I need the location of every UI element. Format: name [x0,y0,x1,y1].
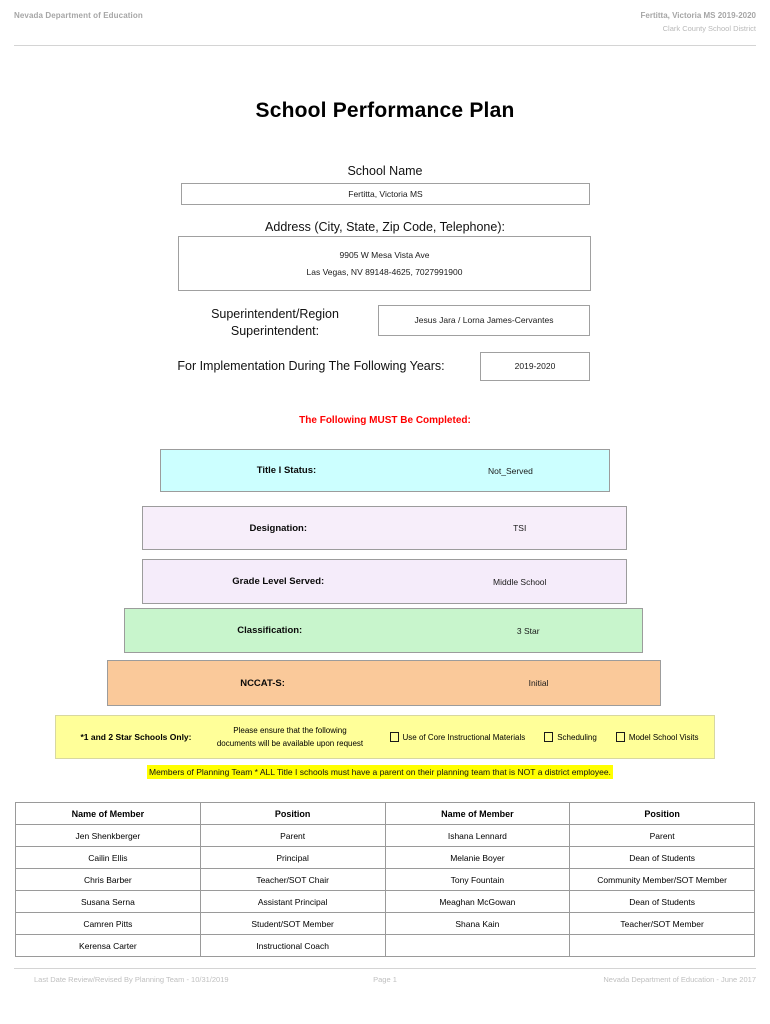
checkbox-icon[interactable] [544,732,554,742]
table-row[interactable]: Chris Barber Teacher/SOT Chair Tony Foun… [15,868,755,891]
table-row[interactable]: Camren Pitts Student/SOT Member Shana Ka… [15,912,755,935]
implementation-years-value: 2019-2020 [514,361,556,372]
header-school-year: Fertitta, Victoria MS 2019-2020 [640,11,756,20]
member-name[interactable]: Cailin Ellis [15,846,201,869]
address-line-1: 9905 W Mesa Vista Ave [339,250,430,261]
star-schools-checkbox-group: Use of Core Instructional Materials Sche… [370,732,708,742]
member-name[interactable]: Tony Fountain [384,868,571,891]
member-position[interactable]: Principal [199,846,386,869]
status-label-classification: Classification: [237,625,303,636]
member-position[interactable] [569,934,755,957]
status-label-grade-level: Grade Level Served: [232,576,325,587]
checkbox-icon[interactable] [389,732,399,742]
member-position[interactable]: Assistant Principal [199,890,386,913]
member-name[interactable]: Melanie Boyer [384,846,571,869]
status-value-title-i: Not_Served [487,465,533,476]
checkbox-scheduling[interactable]: Scheduling [544,732,597,742]
status-label-nccat-s: NCCAT-S: [240,677,285,689]
address-field[interactable]: 9905 W Mesa Vista Ave Las Vegas, NV 8914… [178,236,591,291]
planning-team-members-table: Name of Member Position Name of Member P… [15,802,755,957]
table-row[interactable]: Cailin Ellis Principal Melanie Boyer Dea… [15,846,755,869]
superintendent-field[interactable]: Jesus Jara / Lorna James-Cervantes [378,305,590,336]
column-header-position-1: Position [199,802,386,825]
page-header: Nevada Department of Education Fertitta,… [0,0,770,48]
member-position[interactable]: Teacher/SOT Member [569,912,755,935]
checkbox-label-model-school-visits: Model School Visits [628,732,699,742]
table-row[interactable]: Susana Serna Assistant Principal Meaghan… [15,890,755,913]
address-line-2: Las Vegas, NV 89148-4625, 7027991900 [306,266,463,277]
status-value-nccat-s: Initial [528,678,549,688]
implementation-years-label: For Implementation During The Following … [177,359,445,373]
member-name[interactable]: Kerensa Carter [15,934,201,957]
member-name[interactable]: Chris Barber [15,868,201,891]
checkbox-icon[interactable] [615,732,625,742]
star-schools-note: Please ensure that the following documen… [210,724,370,750]
checkbox-model-school-visits[interactable]: Model School Visits [615,732,699,742]
star-schools-note-line-1: Please ensure that the following [233,725,347,735]
superintendent-value: Jesus Jara / Lorna James-Cervantes [414,315,554,326]
status-value-grade-level: Middle School [493,576,547,587]
member-name[interactable]: Meaghan McGowan [384,890,571,913]
header-district-name: Clark County School District [662,24,756,33]
header-divider [14,45,756,46]
checkbox-label-core-instructional-materials: Use of Core Instructional Materials [402,732,526,742]
member-name[interactable]: Susana Serna [15,890,201,913]
star-schools-note-line-2: documents will be available upon request [216,739,364,748]
member-name[interactable]: Jen Shenkberger [15,824,201,847]
member-position[interactable]: Community Member/SOT Member [569,868,755,891]
member-name[interactable]: Shana Kain [384,912,571,935]
member-name[interactable]: Ishana Lennard [384,824,571,847]
school-name-label: School Name [347,164,423,178]
footer-revision-date: Last Date Review/Revised By Planning Tea… [34,975,229,984]
school-name-value: Fertitta, Victoria MS [348,188,423,199]
member-name[interactable]: Camren Pitts [15,912,201,935]
header-agency-name: Nevada Department of Education [14,11,143,20]
status-value-classification: 3 Star [516,625,540,636]
required-fields-notice: The Following MUST Be Completed: [299,415,471,426]
footer-page-number: Page 1 [373,975,397,984]
footer-source: Nevada Department of Education - June 20… [603,975,756,984]
column-header-name-1: Name of Member [15,802,201,825]
school-name-field[interactable]: Fertitta, Victoria MS [181,183,590,205]
status-row-nccat-s[interactable]: NCCAT-S: Initial [107,660,661,706]
status-row-classification[interactable]: Classification: 3 Star [124,608,643,653]
member-position[interactable]: Parent [199,824,386,847]
implementation-years-field[interactable]: 2019-2020 [480,352,590,381]
superintendent-label: Superintendent/Region Superintendent: [211,307,339,338]
address-label: Address (City, State, Zip Code, Telephon… [265,220,505,234]
status-row-title-i[interactable]: Title I Status: Not_Served [160,449,610,492]
star-schools-strip: *1 and 2 Star Schools Only: Please ensur… [55,715,715,759]
status-row-grade-level[interactable]: Grade Level Served: Middle School [142,559,627,604]
member-position[interactable]: Student/SOT Member [199,912,386,935]
member-position[interactable]: Parent [569,824,755,847]
member-position[interactable]: Dean of Students [569,890,755,913]
member-position[interactable]: Instructional Coach [199,934,386,957]
page-title: School Performance Plan [255,99,515,122]
column-header-name-2: Name of Member [384,802,571,825]
table-row[interactable]: Kerensa Carter Instructional Coach [15,934,755,957]
star-schools-title: *1 and 2 Star Schools Only: [80,732,192,742]
status-value-designation: TSI [513,523,527,533]
member-position[interactable]: Dean of Students [569,846,755,869]
status-row-designation[interactable]: Designation: TSI [142,506,627,550]
status-label-title-i: Title I Status: [256,465,317,476]
checkbox-label-scheduling: Scheduling [557,732,597,742]
member-name[interactable] [384,934,571,957]
table-row[interactable]: Jen Shenkberger Parent Ishana Lennard Pa… [15,824,755,847]
member-position[interactable]: Teacher/SOT Chair [199,868,386,891]
status-label-designation: Designation: [249,522,307,534]
table-header-row: Name of Member Position Name of Member P… [15,802,755,825]
footer-divider [14,968,756,969]
planning-team-banner: Members of Planning Team * ALL Title I s… [147,765,613,779]
checkbox-core-instructional-materials[interactable]: Use of Core Instructional Materials [389,732,526,742]
column-header-position-2: Position [569,802,755,825]
